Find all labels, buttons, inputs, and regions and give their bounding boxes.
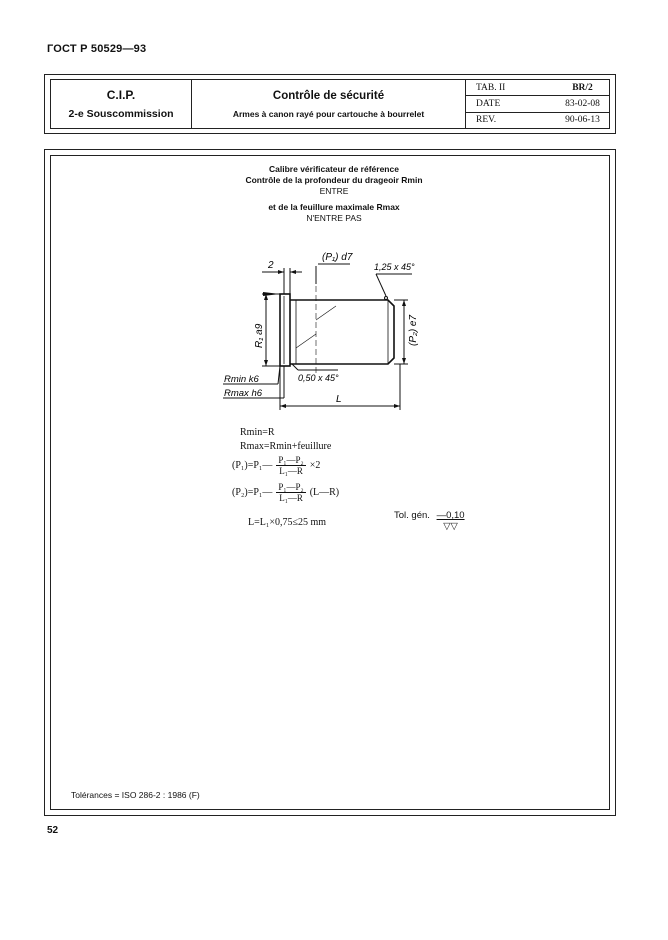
general-tolerance: Tol. gén. —0,10 ▽▽ <box>394 510 465 532</box>
formula-p1: (P₁)=P₁— P₁—P₂ L₁—R ×2 <box>232 455 320 476</box>
dim-p2-label: (P₂) e7 <box>408 315 419 346</box>
formula-p1-right: ×2 <box>309 460 321 471</box>
formula-p2-denominator: L₁—R <box>279 493 303 503</box>
meta-key: DATE <box>476 98 501 109</box>
meta-cell: TAB. II BR/2 DATE 83-02-08 REV. 90-06-13 <box>466 80 609 128</box>
surface-finish-icon: ▽▽ <box>443 521 458 532</box>
formula-p2-fraction: P₁—P₂ L₁—R <box>276 482 306 503</box>
meta-row-tab: TAB. II BR/2 <box>466 80 609 97</box>
heading-line-3: ENTRE <box>319 186 349 196</box>
dim-chamfer-bottom-label: 0,50 x 45° <box>298 373 339 383</box>
dim-l-label: L <box>336 394 342 405</box>
formula-p1-left: (P₁)=P₁— <box>232 460 273 471</box>
meta-row-date: DATE 83-02-08 <box>466 96 609 113</box>
dim-r1-label: R₁ a9 <box>254 323 265 348</box>
meta-key: TAB. II <box>476 82 506 93</box>
tol-value-group: —0,10 ▽▽ <box>437 510 465 532</box>
heading-line-2: Contrôle de la profondeur du drageoir Rm… <box>245 175 423 185</box>
organization: C.I.P. <box>106 88 136 102</box>
title-cell: Contrôle de sécurité Armes à canon rayé … <box>192 80 466 128</box>
heading-line-1: Calibre vérificateur de référence <box>269 164 399 174</box>
formula-p2-right: (L—R) <box>309 487 340 498</box>
meta-key: REV. <box>476 115 497 126</box>
dim-2-label: 2 <box>267 260 274 271</box>
tolerances-footnote: Tolérances = ISO 286-2 : 1986 (F) <box>71 790 200 800</box>
formula-p1-denominator: L₁—R <box>279 466 303 476</box>
dim-top-label: (P₁) d7 <box>322 252 353 263</box>
formula-p2: (P₂)=P₁— P₁—P₂ L₁—R (L—R) <box>232 482 339 503</box>
tol-value: —0,10 <box>436 510 465 521</box>
document-subtitle: Armes à canon rayé pour cartouche à bour… <box>232 108 425 119</box>
formula-p1-fraction: P₁—P₂ L₁—R <box>276 455 306 476</box>
formula-l: L=L₁×0,75≤25 mm <box>248 517 327 528</box>
body-outline <box>290 299 395 365</box>
subcommission: 2-e Souscommission <box>68 108 174 120</box>
document-title: Contrôle de sécurité <box>272 89 385 102</box>
heading-line-4: et de la feuillure maximale Rmax <box>268 202 400 212</box>
gauge-drawing: (P₁) d7 1,25 x 45° 2 R₁ a9 (P₂) e7 0,50 … <box>223 252 419 410</box>
heading-line-5: N'ENTRE PAS <box>306 213 362 223</box>
meta-value: BR/2 <box>572 82 593 93</box>
drawing-heading: Calibre vérificateur de référence Contrô… <box>134 164 534 224</box>
dim-chamfer-top-label: 1,25 x 45° <box>374 262 415 272</box>
standard-number: ГОСТ Р 50529—93 <box>47 43 147 55</box>
formula-p2-left: (P₂)=P₁— <box>232 487 273 498</box>
formula-p1-numerator: P₁—P₂ <box>276 455 306 466</box>
organization-cell: C.I.P. 2-e Souscommission <box>51 80 192 128</box>
tol-label: Tol. gén. <box>394 510 430 521</box>
formula-rmin: Rmin=R <box>240 427 275 438</box>
formula-p2-numerator: P₁—P₂ <box>276 482 306 493</box>
meta-row-rev: REV. 90-06-13 <box>466 113 609 128</box>
dim-rmin-label: Rmin k6 <box>224 374 260 385</box>
dim-rmax-label: Rmax h6 <box>224 388 263 399</box>
meta-value: 90-06-13 <box>565 115 600 126</box>
meta-value: 83-02-08 <box>565 98 600 109</box>
content-frame <box>44 149 616 816</box>
flange-outline <box>279 293 291 367</box>
formula-rmax: Rmax=Rmin+feuillure <box>240 441 332 452</box>
header-table: C.I.P. 2-e Souscommission Contrôle de sé… <box>44 74 616 134</box>
page-number: 52 <box>47 825 59 836</box>
